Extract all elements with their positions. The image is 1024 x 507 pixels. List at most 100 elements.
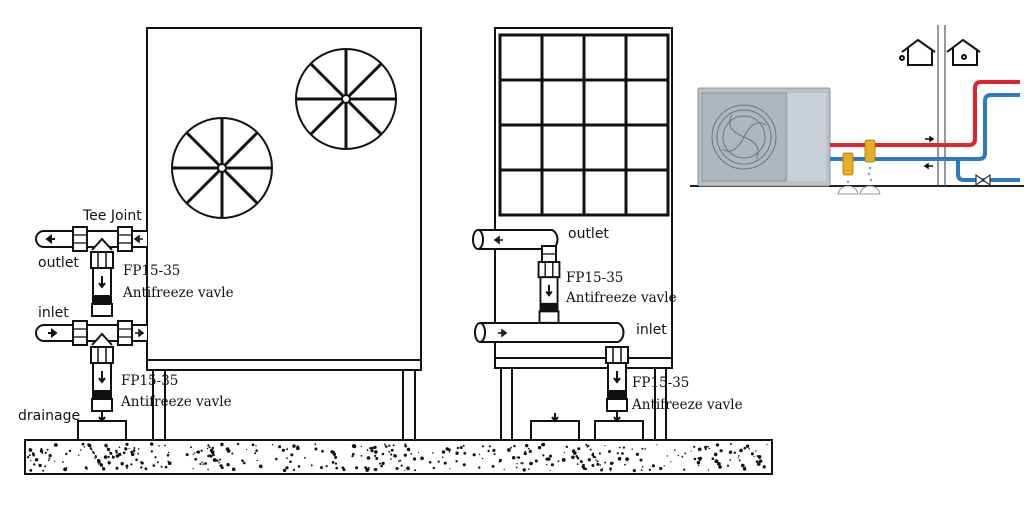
concrete-speckle [521,462,524,465]
concrete-speckle [557,460,560,463]
concrete-speckle [335,466,339,470]
concrete-speckle [125,464,129,468]
concrete-speckle [596,461,598,463]
concrete-speckle [331,461,335,464]
house-icon [899,38,981,66]
concrete-speckle [656,444,658,446]
concrete-speckle [109,451,113,455]
concrete-speckle [78,454,80,456]
concrete-speckle [528,449,532,453]
concrete-speckle [481,445,484,448]
concrete-speckle [137,452,139,455]
concrete-speckle [39,449,44,453]
concrete-speckle [537,445,542,450]
concrete-speckle [757,462,761,466]
concrete-speckle [684,452,687,455]
concrete-speckle [26,456,30,459]
concrete-speckle [150,442,154,446]
concrete-speckle [417,451,420,454]
concrete-speckle [707,469,710,471]
concrete-speckle [478,453,481,456]
concrete-speckle [246,448,248,451]
concrete-speckle [760,461,762,463]
concrete-speckle [462,444,465,447]
concrete-speckle [586,445,589,448]
concrete-speckle [286,448,289,451]
concrete-speckle [428,461,432,464]
concrete-speckle [364,466,367,469]
concrete-speckle [410,453,413,455]
concrete-speckle [34,458,39,462]
concrete-speckle [366,467,370,471]
concrete-speckle [118,446,121,449]
concrete-speckle [152,464,156,467]
concrete-speckle [412,457,417,461]
concrete-speckle [33,463,36,466]
concrete-speckle [107,461,111,465]
concrete-speckle [449,468,451,470]
concrete-speckle [385,445,388,448]
concrete-speckle [757,455,762,459]
concrete-speckle [651,464,656,468]
concrete-speckle [400,464,403,467]
concrete-speckle [414,469,417,472]
concrete-speckle [516,456,518,458]
concrete-speckle [635,452,640,456]
concrete-speckle [231,467,236,472]
concrete-speckle [512,456,516,460]
concrete-speckle [194,457,198,461]
concrete-speckle [380,464,383,468]
concrete-speckle [707,445,709,448]
concrete-speckle [503,468,505,471]
concrete-speckle [683,468,686,471]
concrete-speckle [202,463,204,465]
concrete-speckle [550,463,555,467]
concrete-speckle [241,459,244,463]
concrete-speckle [166,454,170,457]
concrete-speckle [128,447,130,449]
concrete-speckle [587,458,591,462]
concrete-speckle [459,446,463,450]
concrete-speckle [290,453,294,457]
concrete-speckle [282,468,287,473]
left-outlet-tee-joint [35,226,147,317]
concrete-speckle [766,443,768,445]
concrete-speckle [576,463,579,465]
concrete-speckle [297,465,301,468]
concrete-speckle [528,468,530,470]
concrete-speckle [201,461,203,463]
concrete-speckle [748,448,750,450]
right-outlet-label: outlet [568,226,609,242]
concrete-speckle [133,447,136,449]
concrete-speckle [561,458,566,462]
concrete-speckle [478,466,481,469]
concrete-speckle [616,452,619,455]
right-heat-pump-unit [494,27,673,441]
concrete-speckle [487,449,490,453]
concrete-speckle [87,443,92,448]
concrete-speckle [445,447,449,451]
concrete-speckle [103,455,108,459]
concrete-speckle [286,457,288,459]
concrete-speckle [693,457,697,461]
concrete-speckle [384,443,386,446]
concrete-speckle [390,448,394,452]
right-valve-bottom-name: Antifreeze vavle [631,397,743,413]
concrete-speckle [399,459,402,462]
concrete-speckle [525,443,529,448]
concrete-speckle [126,467,128,469]
concrete-speckle [137,448,140,450]
concrete-speckle [99,463,104,467]
concrete-speckle [185,453,189,457]
concrete-speckle [332,452,337,456]
concrete-speckle [499,458,502,462]
concrete-speckle [314,443,317,446]
concrete-speckle [125,442,129,446]
concrete-speckle [648,468,651,471]
concrete-speckle [379,462,381,465]
concrete-speckle [118,452,122,457]
concrete-speckle [738,459,741,462]
left-valve-bottom-name: Antifreeze vavle [120,394,232,410]
concrete-speckle [677,454,680,457]
